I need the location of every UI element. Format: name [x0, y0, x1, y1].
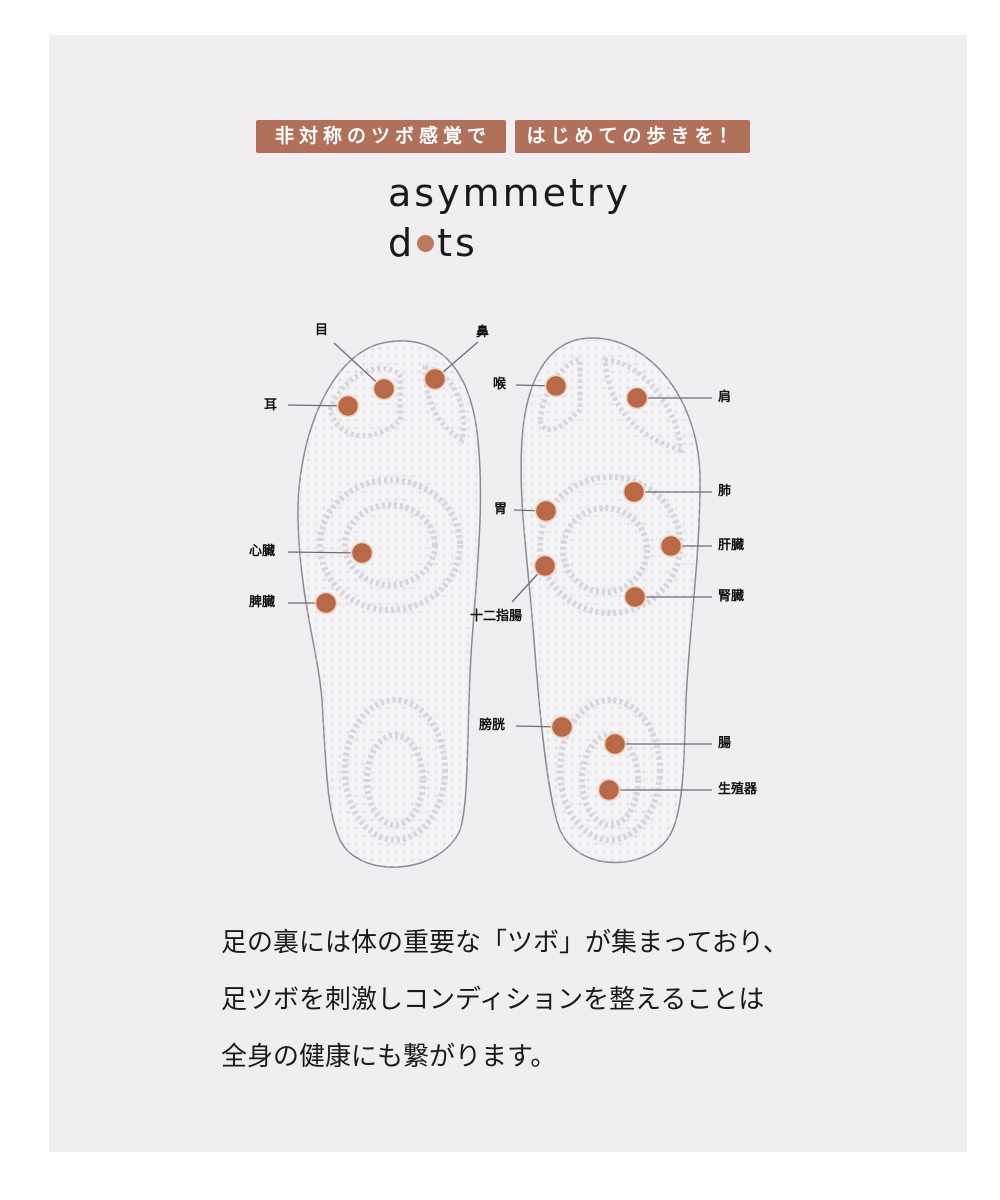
point-spleen	[314, 591, 338, 615]
body-text-line3: 全身の健康にも繋がります。	[221, 1042, 557, 1072]
label-heart: 心臓	[249, 544, 276, 559]
brand-logo-line1: asymmetry	[388, 171, 631, 215]
label-shoulder: 肩	[718, 390, 732, 405]
label-liver: 肝臓	[718, 538, 745, 553]
reflex-points	[314, 367, 683, 802]
brand-logo-ts: ts	[437, 221, 478, 265]
point-ear	[336, 394, 360, 418]
label-duodenum: 十二指腸	[470, 609, 523, 624]
point-duodenum	[533, 554, 557, 578]
label-bladder: 膀胱	[479, 718, 506, 733]
label-throat: 喉	[493, 377, 507, 392]
left-foot-outline	[297, 340, 482, 868]
body-text-line2: 足ツボを刺激しコンディションを整えることは	[221, 985, 765, 1015]
point-stomach	[534, 499, 558, 523]
brand-logo-d: d	[388, 221, 416, 265]
point-eye	[372, 377, 396, 401]
point-reproductive	[597, 778, 621, 802]
point-nose	[423, 367, 447, 391]
point-shoulder	[625, 386, 649, 410]
point-lung	[622, 480, 646, 504]
point-heart	[350, 541, 374, 565]
label-spleen: 脾臓	[249, 595, 276, 610]
headline-tag-left: 非対称のツボ感覚で	[256, 120, 506, 153]
dot-icon	[417, 235, 435, 252]
leader-lines	[287, 341, 712, 791]
label-ear: 耳	[264, 398, 278, 413]
label-nose: 鼻	[476, 325, 490, 340]
label-kidney: 腎臓	[718, 589, 745, 604]
point-throat	[544, 374, 568, 398]
headline-tag-right: はじめての歩きを！	[515, 120, 750, 153]
point-bladder	[550, 715, 574, 739]
label-intestine: 腸	[718, 736, 732, 751]
point-kidney	[623, 585, 647, 609]
label-eye: 目	[315, 323, 329, 338]
content-panel	[49, 35, 967, 1152]
label-reproductive: 生殖器	[718, 782, 758, 797]
point-liver	[659, 534, 683, 558]
body-text-line1: 足の裏には体の重要な「ツボ」が集まっており、	[221, 928, 789, 958]
label-stomach: 胃	[494, 502, 508, 517]
label-lung: 肺	[718, 484, 732, 499]
point-intestine	[603, 732, 627, 756]
